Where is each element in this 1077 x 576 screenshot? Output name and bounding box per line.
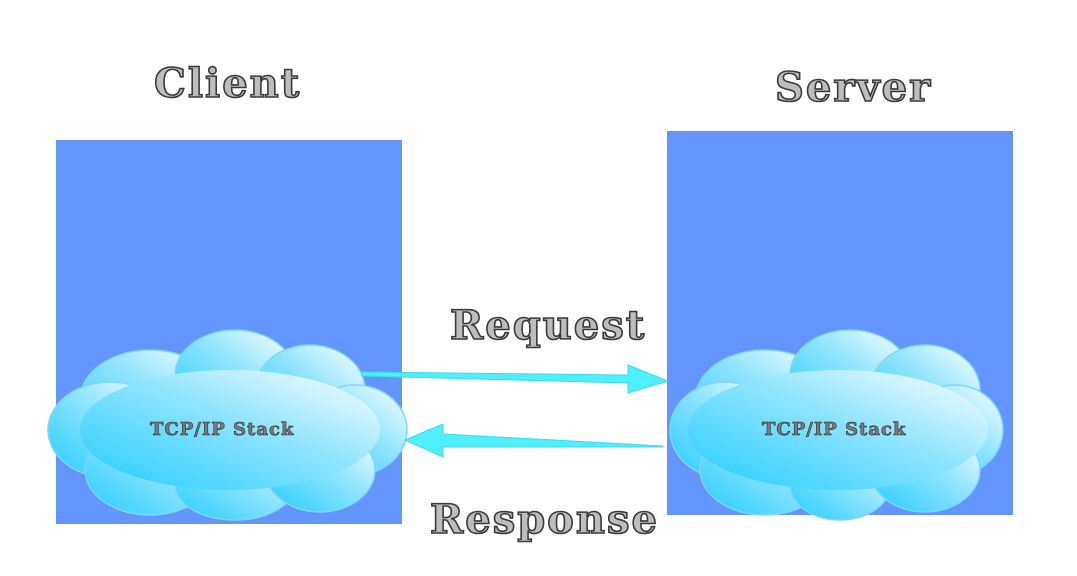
client-cloud-icon: [47, 329, 408, 521]
client-stack-label: TCP/IP Stack: [150, 419, 295, 441]
server-title: Server: [774, 63, 933, 112]
response-label: Response: [429, 495, 659, 544]
request-label: Request: [449, 301, 647, 350]
server-cloud-icon: [669, 329, 1004, 521]
response-arrow: [403, 423, 664, 458]
request-arrow: [361, 364, 670, 394]
server-stack-label: TCP/IP Stack: [762, 419, 907, 441]
client-title: Client: [153, 59, 302, 108]
